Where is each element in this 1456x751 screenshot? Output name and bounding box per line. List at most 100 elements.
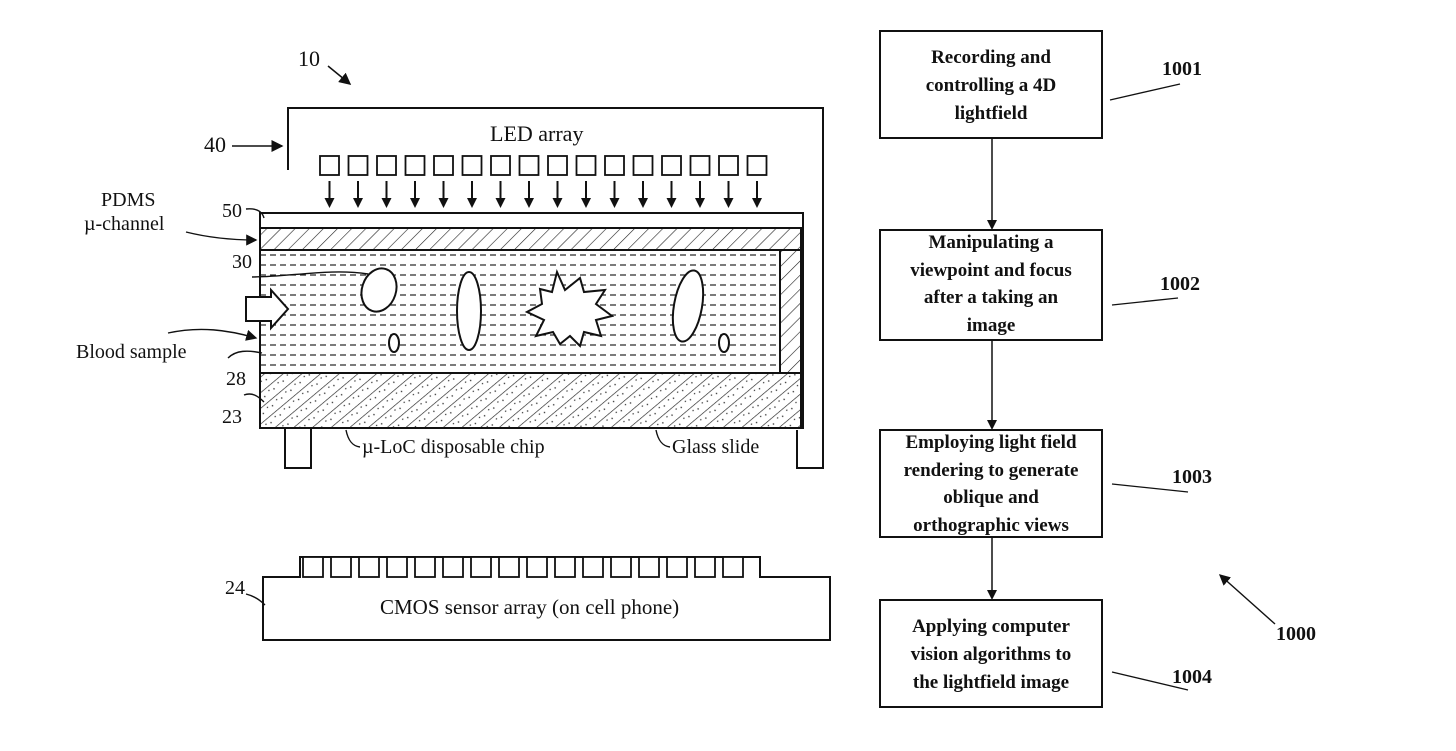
flow-arrowhead bbox=[987, 220, 997, 230]
step-box-1004 bbox=[879, 599, 1103, 708]
step-ref-1002: 1002 bbox=[1160, 273, 1200, 295]
cell-4 bbox=[671, 269, 705, 343]
step-1003-line: rendering to generate bbox=[904, 460, 1079, 481]
step-ref-1001: 1001 bbox=[1162, 58, 1202, 80]
sensor-pixel bbox=[302, 556, 324, 578]
sensor-pixel bbox=[386, 556, 408, 578]
step-1003-line: orthographic views bbox=[913, 515, 1069, 536]
ref-30-leader bbox=[251, 271, 369, 278]
step-ref-leader bbox=[1111, 483, 1189, 493]
ref-24-leader bbox=[245, 593, 266, 606]
step-1003-line: oblique and bbox=[943, 487, 1039, 508]
channel-label: µ-channel bbox=[84, 213, 165, 235]
ref-28-leader bbox=[227, 350, 263, 359]
step-1001-line: Recording and bbox=[931, 47, 1051, 68]
ref-1000-arrow bbox=[1218, 574, 1276, 625]
flow-arrowhead bbox=[987, 590, 997, 600]
cmos-board bbox=[262, 556, 831, 641]
ref-10: 10 bbox=[298, 46, 320, 71]
light-arrow-head bbox=[324, 198, 335, 208]
led bbox=[433, 155, 454, 176]
ref-23: 23 bbox=[222, 406, 242, 428]
ref-23-leader bbox=[243, 393, 265, 403]
light-arrow-head bbox=[524, 198, 534, 208]
channel-leader bbox=[185, 231, 258, 246]
sensor-pixel bbox=[470, 556, 492, 578]
led bbox=[319, 155, 340, 176]
cell-spiky bbox=[524, 268, 615, 348]
light-arrow-head bbox=[381, 198, 392, 208]
step-1004-line: Applying computer bbox=[912, 616, 1070, 637]
led bbox=[404, 155, 426, 176]
step-ref-leader bbox=[1111, 297, 1179, 306]
step-1002-line: after a taking an bbox=[924, 287, 1059, 308]
step-1002-line: image bbox=[967, 315, 1016, 336]
step-box-1002 bbox=[879, 229, 1103, 341]
sensor-pixel bbox=[638, 556, 660, 578]
inlet-arrow bbox=[245, 287, 290, 331]
led-array-label: LED array bbox=[490, 121, 583, 146]
pdms-layer bbox=[259, 227, 802, 251]
led-light-arrows bbox=[324, 181, 762, 208]
ref-28: 28 bbox=[226, 368, 246, 390]
light-arrow-head bbox=[609, 198, 620, 208]
cell-2 bbox=[388, 333, 400, 353]
cell-5 bbox=[718, 333, 730, 353]
sensor-pixel bbox=[554, 556, 576, 578]
step-1004-line: vision algorithms to bbox=[911, 644, 1071, 665]
sensor-pixel bbox=[498, 556, 520, 578]
light-arrow-head bbox=[581, 198, 591, 208]
sensor-pixel bbox=[414, 556, 436, 578]
step-1004-line: the lightfield image bbox=[913, 672, 1069, 693]
blood-sample-leader bbox=[167, 328, 258, 341]
led bbox=[461, 155, 483, 176]
led-frame bbox=[287, 107, 824, 469]
ref-1000: 1000 bbox=[1276, 623, 1316, 645]
blood-sample-label: Blood sample bbox=[76, 341, 187, 363]
light-arrow-head bbox=[495, 198, 506, 208]
sensor-pixel bbox=[526, 556, 548, 578]
ref-24: 24 bbox=[225, 577, 245, 599]
step-ref-1003: 1003 bbox=[1172, 466, 1212, 488]
led bbox=[604, 155, 625, 176]
step-ref-1004: 1004 bbox=[1172, 666, 1212, 688]
sensor-pixel bbox=[358, 556, 380, 578]
led bbox=[547, 155, 568, 176]
light-arrow-head bbox=[438, 198, 449, 208]
chip-label: µ-LoC disposable chip bbox=[362, 436, 545, 458]
step-box-1003 bbox=[879, 429, 1103, 538]
light-arrow-head bbox=[752, 198, 762, 208]
led bbox=[746, 155, 768, 176]
light-arrow-head bbox=[467, 198, 477, 208]
led bbox=[689, 155, 711, 176]
ref-30: 30 bbox=[232, 251, 252, 273]
light-arrow-head bbox=[638, 198, 648, 208]
led bbox=[518, 155, 540, 176]
sensor-pixel bbox=[610, 556, 632, 578]
pdms-label: PDMS bbox=[101, 189, 155, 211]
sensor-pixel bbox=[330, 556, 352, 578]
cell-1 bbox=[360, 267, 398, 313]
light-arrow-head bbox=[695, 198, 705, 208]
cmos-label: CMOS sensor array (on cell phone) bbox=[380, 595, 679, 619]
sensor-pixel bbox=[442, 556, 464, 578]
led-array bbox=[319, 155, 768, 176]
ref-40: 40 bbox=[204, 132, 226, 157]
light-arrow-head bbox=[666, 198, 677, 208]
cell-3 bbox=[456, 271, 482, 351]
ref-50: 50 bbox=[222, 200, 242, 222]
step-ref-leader bbox=[1109, 83, 1181, 101]
led bbox=[632, 155, 654, 176]
sensor-pixel bbox=[694, 556, 716, 578]
led bbox=[347, 155, 369, 176]
sensor-pixel bbox=[582, 556, 604, 578]
led bbox=[661, 155, 682, 176]
left-support bbox=[284, 427, 312, 469]
step-1001-line: lightfield bbox=[955, 103, 1028, 124]
step-1002-line: Manipulating a bbox=[928, 232, 1054, 253]
flow-arrowhead bbox=[987, 420, 997, 430]
ref-10-arrow bbox=[327, 65, 352, 85]
led bbox=[376, 155, 397, 176]
